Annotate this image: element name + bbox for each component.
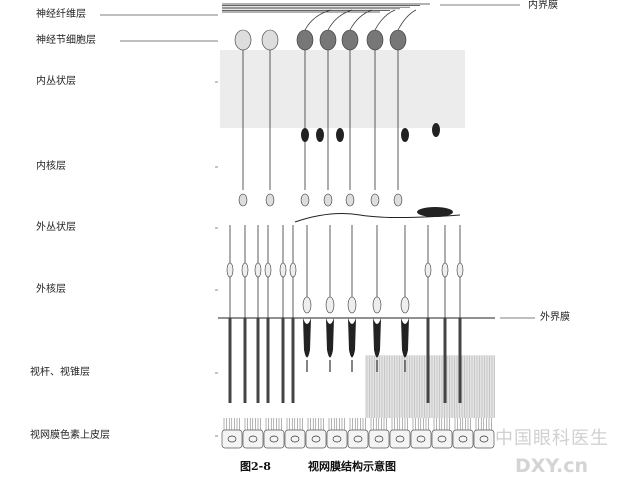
label-ganglion-cell-layer: 神经节细胞层	[36, 35, 96, 46]
bipolar-cell	[393, 193, 403, 207]
cone-inner-segment	[373, 318, 381, 358]
ganglion-axon	[327, 9, 353, 31]
rpe-nucleus	[311, 435, 321, 443]
rod-outer-segment	[291, 318, 295, 403]
cone-nucleus	[347, 296, 357, 314]
horizontal-cell	[417, 207, 453, 217]
rod-outer-segment	[426, 318, 430, 403]
label-outer-nuclear-layer: 外核层	[36, 284, 66, 295]
rod-outer-segment	[243, 318, 247, 403]
watermark-text: 中国眼科医生	[495, 428, 609, 449]
rpe-cell	[431, 429, 453, 449]
label-outer-plexiform-layer: 外丛状层	[36, 222, 76, 233]
horizontal-cell-process	[294, 213, 461, 223]
amacrine-cell	[336, 128, 344, 142]
label-rod-cone-layer: 视杆、视锥层	[30, 367, 90, 378]
amacrine-cell	[401, 128, 409, 142]
rpe-nucleus	[395, 435, 405, 443]
ganglion-cell	[366, 29, 384, 51]
rod-outer-segment	[458, 318, 462, 403]
rpe-nucleus	[479, 435, 489, 443]
rod-nucleus	[241, 262, 249, 278]
ganglion-cell	[296, 29, 314, 51]
rod-nucleus	[424, 262, 432, 278]
label-inner-limiting-membrane: 内界膜	[528, 0, 558, 11]
rod-outer-segment	[228, 318, 232, 403]
rpe-cell	[263, 429, 285, 449]
rod-outer-segment	[281, 318, 285, 403]
ganglion-axon	[374, 9, 396, 31]
bipolar-cell	[345, 193, 355, 207]
ganglion-cell	[341, 29, 359, 51]
figure-number: 图2-8	[240, 460, 271, 473]
rpe-cell	[242, 429, 264, 449]
rod-nucleus	[279, 262, 287, 278]
rod-nucleus	[254, 262, 262, 278]
rpe-cell	[368, 429, 390, 449]
rpe-cell	[389, 429, 411, 449]
rpe-nucleus	[290, 435, 300, 443]
rod-nucleus	[441, 262, 449, 278]
rod-outer-segment	[443, 318, 447, 403]
cone-inner-segment	[401, 318, 409, 358]
amacrine-cell	[316, 128, 324, 142]
rpe-cell	[326, 429, 348, 449]
rpe-cell	[410, 429, 432, 449]
rpe-nucleus	[248, 435, 258, 443]
rpe-cell	[305, 429, 327, 449]
rpe-cell	[221, 429, 243, 449]
rpe-nucleus	[227, 435, 237, 443]
amacrine-cell	[432, 123, 440, 137]
inner-plexiform-band	[220, 50, 465, 128]
label-rpe-layer: 视网膜色素上皮层	[30, 430, 110, 441]
rod-nucleus	[289, 262, 297, 278]
label-nerve-fiber-layer: 神经纤维层	[36, 9, 86, 20]
cone-nucleus	[372, 296, 382, 314]
rpe-cell	[452, 429, 474, 449]
rpe-nucleus	[269, 435, 279, 443]
watermark-site: DXY.cn	[515, 455, 589, 477]
bipolar-cell	[370, 193, 380, 207]
label-inner-nuclear-layer: 内核层	[36, 161, 66, 172]
rpe-nucleus	[374, 435, 384, 443]
ganglion-cell	[389, 29, 407, 51]
rpe-cell	[347, 429, 369, 449]
ganglion-axon	[397, 9, 417, 31]
figure-title: 视网膜结构示意图	[308, 460, 396, 473]
rpe-cell	[284, 429, 306, 449]
rpe-nucleus	[437, 435, 447, 443]
rod-nucleus	[226, 262, 234, 278]
bipolar-cell	[238, 193, 248, 207]
ganglion-cell	[261, 29, 279, 51]
cone-inner-segment	[326, 318, 334, 358]
rod-outer-segment	[266, 318, 270, 403]
rpe-nucleus	[458, 435, 468, 443]
ganglion-axon	[349, 9, 373, 31]
ganglion-axon	[304, 9, 332, 31]
cone-nucleus	[325, 296, 335, 314]
outer-segment-band	[365, 355, 495, 418]
rod-outer-segment	[256, 318, 260, 403]
bipolar-cell	[323, 193, 333, 207]
ganglion-cell	[319, 29, 337, 51]
cone-nucleus	[302, 296, 312, 314]
rod-nucleus	[264, 262, 272, 278]
label-inner-plexiform-layer: 内丛状层	[36, 76, 76, 87]
ganglion-cell	[234, 29, 252, 51]
amacrine-cell	[301, 128, 309, 142]
cone-inner-segment	[303, 318, 311, 358]
rpe-cell	[473, 429, 495, 449]
cone-inner-segment	[348, 318, 356, 358]
rpe-nucleus	[416, 435, 426, 443]
rod-nucleus	[456, 262, 464, 278]
label-outer-limiting-membrane: 外界膜	[540, 312, 570, 323]
rpe-nucleus	[332, 435, 342, 443]
rpe-nucleus	[353, 435, 363, 443]
bipolar-cell	[265, 193, 275, 207]
bipolar-cell	[300, 193, 310, 207]
cone-nucleus	[400, 296, 410, 314]
